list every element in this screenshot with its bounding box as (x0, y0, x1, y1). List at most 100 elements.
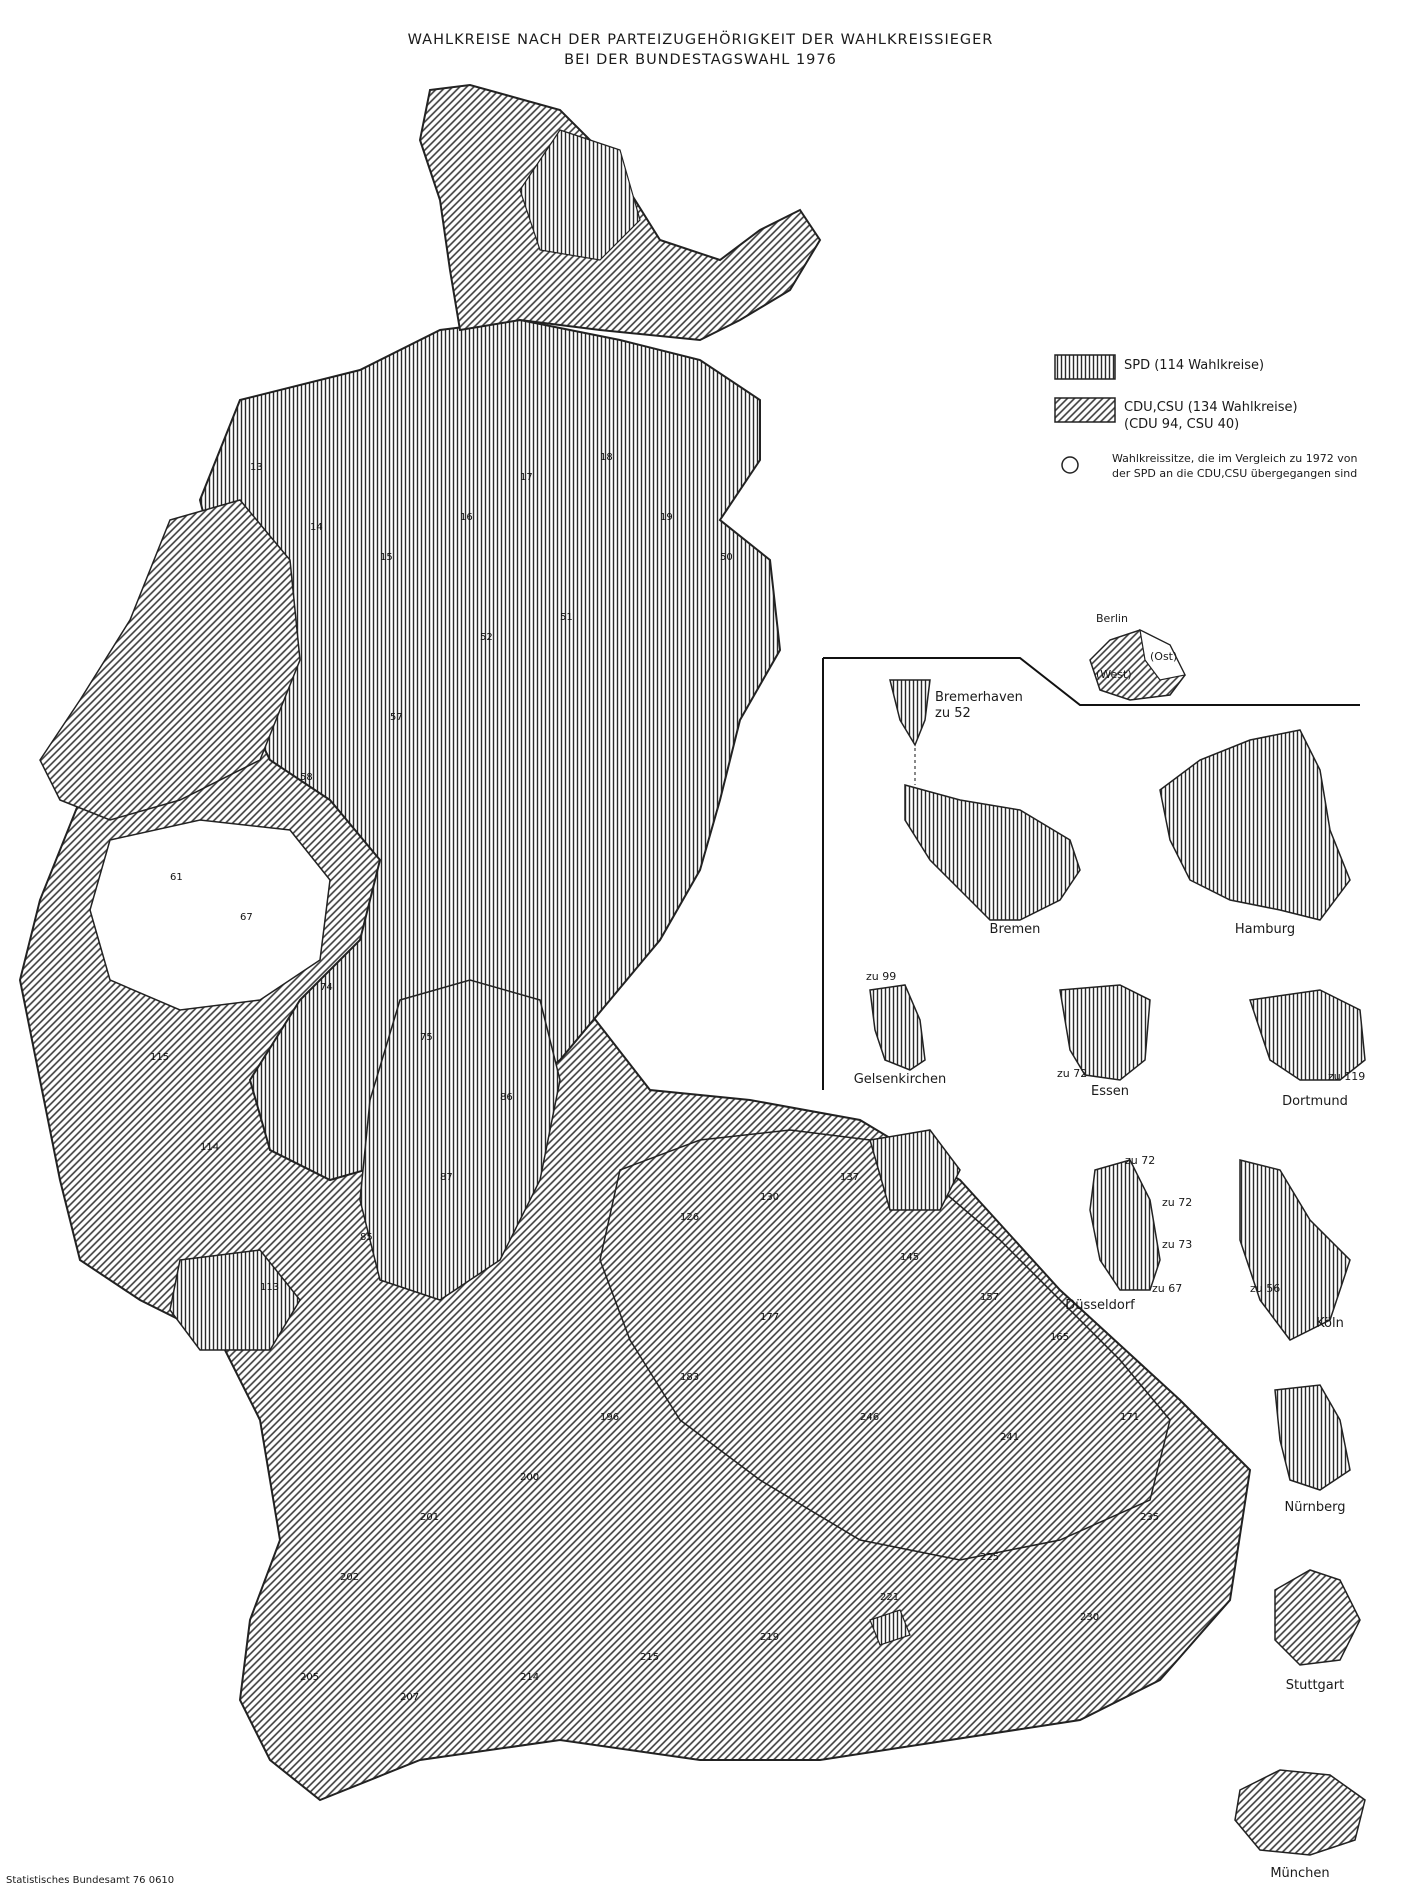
district-label: 57 (390, 712, 403, 723)
district-label: 17 (520, 472, 533, 483)
district-label: 85 (360, 1232, 373, 1243)
gelsenkirchen-ref-label: zu 99 (866, 970, 897, 983)
bremerhaven-ref-label: zu 52 (935, 706, 971, 721)
berlin-east-shape (1139, 628, 1186, 681)
district-label: 171 (1120, 1412, 1139, 1423)
muenchen-label: München (1270, 1866, 1330, 1881)
bremerhaven-label: Bremerhaven (935, 690, 1023, 705)
muenchen-shape (1234, 1769, 1366, 1856)
district-label: 130 (760, 1192, 779, 1203)
gelsenkirchen-label: Gelsenkirchen (853, 1072, 947, 1087)
legend-swatch-spd (1054, 354, 1116, 380)
stuttgart-shape (1274, 1569, 1361, 1666)
district-label: 183 (680, 1372, 699, 1383)
district-label: 50 (720, 552, 733, 563)
duesseldorf-ref-2-label: zu 72 (1162, 1196, 1193, 1209)
dortmund-ref-label: zu 119 (1328, 1070, 1366, 1083)
legend-spd-label: SPD (114 Wahlkreise) (1124, 358, 1265, 373)
berlin-west-label: (West) (1096, 668, 1132, 681)
district-label: 58 (300, 772, 313, 783)
district-label: 114 (200, 1142, 219, 1153)
district-label: 13 (250, 462, 263, 473)
hamburg-label: Hamburg (1234, 922, 1296, 937)
district-label: 19 (660, 512, 673, 523)
koeln-label: Köln (1316, 1316, 1344, 1331)
district-label: 177 (760, 1312, 779, 1323)
district-label: 202 (340, 1572, 359, 1583)
duesseldorf-ref-4-label: zu 67 (1152, 1282, 1183, 1295)
district-label: 137 (840, 1172, 859, 1183)
district-label: 145 (900, 1252, 919, 1263)
district-label: 16 (460, 512, 473, 523)
district-label: 61 (170, 872, 183, 883)
nuernberg-label: Nürnberg (1284, 1500, 1346, 1515)
legend-cdu-label: CDU,CSU (134 Wahlkreise) (1124, 400, 1298, 415)
dortmund-label: Dortmund (1282, 1094, 1348, 1109)
legend-swatch-cdu (1054, 397, 1116, 423)
district-label: 201 (420, 1512, 439, 1523)
essen-shape (1059, 984, 1151, 1081)
district-label: 74 (320, 982, 333, 993)
legend-swatch-circle (1061, 456, 1079, 474)
bremerhaven-shape (889, 679, 931, 747)
map-region-spd-saar (169, 1249, 301, 1351)
koeln-ref-label: zu 56 (1250, 1282, 1281, 1295)
legend-circle-line-2: der SPD an die CDU,CSU übergegangen sind (1112, 467, 1358, 480)
district-label: 126 (680, 1212, 699, 1223)
duesseldorf-shape (1089, 1159, 1161, 1291)
stuttgart-label: Stuttgart (1285, 1678, 1345, 1693)
district-label: 230 (1080, 1612, 1099, 1623)
district-label: 207 (400, 1692, 419, 1703)
berlin-east-label: (Ost) (1150, 650, 1178, 663)
duesseldorf-ref-1-label: zu 72 (1125, 1154, 1156, 1167)
district-label: 215 (640, 1652, 659, 1663)
essen-label: Essen (1091, 1084, 1129, 1099)
district-label: 67 (240, 912, 253, 923)
district-label: 246 (860, 1412, 879, 1423)
district-label: 221 (880, 1592, 899, 1603)
inset-frame (823, 657, 1360, 706)
district-label: 225 (980, 1552, 999, 1563)
map-region-ruhr (89, 819, 331, 1011)
map-region-spd-hesse (359, 979, 561, 1301)
duesseldorf-ref-3-label: zu 73 (1162, 1238, 1193, 1251)
map-region-spd-munich (869, 1609, 911, 1646)
map-title-line-1: WAHLKREISE NACH DER PARTEIZUGEHÖRIGKEIT … (407, 32, 994, 48)
map-region-spd-north (198, 318, 782, 1182)
district-label: 157 (980, 1292, 999, 1303)
legend-cdu-sub-label: (CDU 94, CSU 40) (1124, 417, 1240, 432)
district-label: 51 (560, 612, 573, 623)
district-label: 87 (440, 1172, 453, 1183)
district-label: 86 (500, 1092, 513, 1103)
map-region-spd-hof (869, 1129, 961, 1211)
berlin-label: Berlin (1096, 612, 1128, 625)
district-label: 113 (260, 1282, 279, 1293)
district-label: 14 (310, 522, 323, 533)
gelsenkirchen-shape (869, 984, 926, 1071)
district-label: 241 (1000, 1432, 1019, 1443)
district-label: 75 (420, 1032, 433, 1043)
map-title-line-2: BEI DER BUNDESTAGSWAHL 1976 (564, 52, 837, 68)
legend-circle-line-1: Wahlkreissitze, die im Vergleich zu 1972… (1112, 452, 1358, 465)
district-label: 200 (520, 1472, 539, 1483)
map-region-cdu-emsland (39, 499, 301, 821)
bremen-shape (904, 784, 1081, 921)
map-region-spd-kiel (519, 129, 641, 261)
footer-source: Statistisches Bundesamt 76 0610 (6, 1875, 175, 1886)
district-label: 15 (380, 552, 393, 563)
koeln-shape (1239, 1159, 1351, 1341)
district-label: 219 (760, 1632, 779, 1643)
nuernberg-shape (1274, 1384, 1351, 1491)
district-label: 205 (300, 1672, 319, 1683)
district-label: 165 (1050, 1332, 1069, 1343)
bremen-label: Bremen (989, 922, 1041, 937)
district-label: 235 (1140, 1512, 1159, 1523)
district-label: 214 (520, 1672, 539, 1683)
district-label: 18 (600, 452, 613, 463)
essen-ref-label: zu 72 (1057, 1067, 1088, 1080)
duesseldorf-label: Düsseldorf (1065, 1298, 1135, 1313)
district-label: 115 (150, 1052, 169, 1063)
district-label: 196 (600, 1412, 619, 1423)
